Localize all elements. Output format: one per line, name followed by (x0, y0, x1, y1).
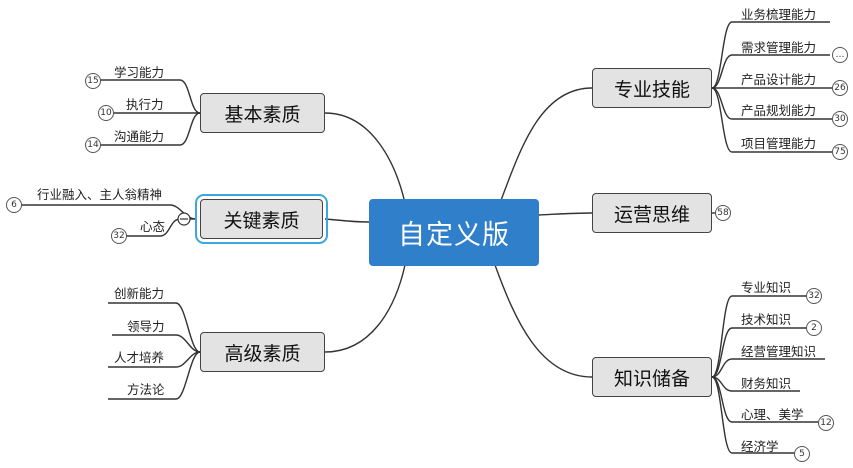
connector-key (324, 218, 370, 223)
subtopic-professional[interactable]: 专业知识 (741, 280, 792, 295)
subtopic-economics[interactable]: 经济学 (741, 439, 779, 454)
connector-knowledge (494, 264, 593, 378)
topic-key[interactable]: 关键素质 (195, 194, 328, 244)
subtopic-talent[interactable]: 人才培养 (114, 350, 165, 365)
root-topic[interactable]: 自定义版 (369, 199, 539, 266)
subtopic-business[interactable]: 业务梳理能力 (741, 7, 817, 22)
connector-advanced (324, 264, 406, 353)
subtopic-industry[interactable]: 行业融入、主人翁精神 (37, 187, 163, 202)
subtopic-innovation[interactable]: 创新能力 (114, 286, 165, 301)
count-badge: 14 (85, 137, 101, 153)
subtopic-design[interactable]: 产品设计能力 (741, 72, 817, 87)
topic-basic[interactable]: 基本素质 (200, 93, 325, 133)
subtopic-leadership[interactable]: 领导力 (127, 319, 165, 334)
subtopic-methodology[interactable]: 方法论 (127, 382, 165, 397)
subtopic-requirements[interactable]: 需求管理能力 (741, 40, 817, 55)
subtopic-psychology[interactable]: 心理、美学 (741, 407, 804, 422)
topic-knowledge[interactable]: 知识储备 (592, 357, 712, 397)
subtopic-mindset[interactable]: 心态 (140, 219, 166, 234)
count-badge: 30 (832, 111, 848, 127)
subtopic-management[interactable]: 经营管理知识 (741, 344, 817, 359)
topic-ops[interactable]: 运营思维 (592, 193, 712, 233)
subtopic-communication[interactable]: 沟通能力 (114, 129, 165, 144)
connector-ops (538, 212, 593, 216)
count-badge: 32 (111, 228, 127, 244)
subtopic-learning[interactable]: 学习能力 (114, 65, 165, 80)
count-badge: 32 (806, 288, 822, 304)
count-badge: 75 (832, 144, 848, 160)
topic-advanced[interactable]: 高级素质 (200, 332, 325, 372)
subtopic-planning[interactable]: 产品规划能力 (741, 103, 817, 118)
count-badge: 5 (794, 446, 810, 462)
count-badge: 2 (806, 320, 822, 336)
count-badge: 58 (715, 205, 731, 221)
count-badge: 12 (818, 415, 834, 431)
count-badge: 6 (6, 197, 22, 213)
connector-skills (499, 87, 593, 204)
subtopic-finance[interactable]: 财务知识 (741, 376, 792, 391)
connector-basic (324, 112, 406, 204)
count-badge: 10 (98, 105, 114, 121)
subtopic-project[interactable]: 项目管理能力 (741, 136, 817, 151)
subtopic-technical[interactable]: 技术知识 (741, 312, 792, 327)
topic-skills[interactable]: 专业技能 (592, 68, 712, 108)
count-badge: 15 (85, 73, 101, 89)
more-badge: … (832, 47, 848, 63)
count-badge: 26 (832, 80, 848, 96)
subtopic-execution[interactable]: 执行力 (126, 97, 164, 112)
